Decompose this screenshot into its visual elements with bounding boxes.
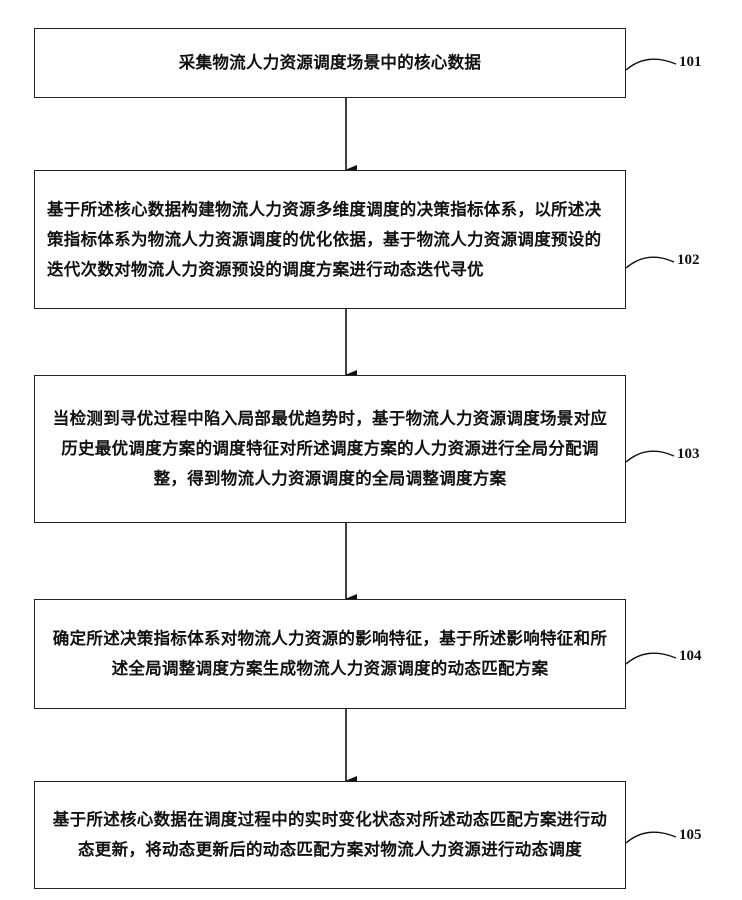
- step-box-102: 基于所述核心数据构建物流人力资源多维度调度的决策指标体系，以所述决策指标体系为物…: [34, 170, 626, 309]
- step-text-103: 当检测到寻优过程中陷入局部最优趋势时，基于物流人力资源调度场景对应历史最优调度方…: [35, 404, 625, 494]
- step-box-105: 基于所述核心数据在调度过程中的实时变化状态对所述动态匹配方案进行动态更新，将动态…: [34, 781, 626, 889]
- step-box-104: 确定所述决策指标体系对物流人力资源的影响特征，基于所述影响特征和所述全局调整调度…: [34, 599, 626, 709]
- step-box-103: 当检测到寻优过程中陷入局部最优趋势时，基于物流人力资源调度场景对应历史最优调度方…: [34, 375, 626, 523]
- leader-102: [626, 257, 674, 268]
- ref-label-102: 102: [677, 252, 700, 269]
- leader-104: [626, 653, 676, 664]
- step-text-105: 基于所述核心数据在调度过程中的实时变化状态对所述动态匹配方案进行动态更新，将动态…: [35, 805, 625, 865]
- step-text-104: 确定所述决策指标体系对物流人力资源的影响特征，基于所述影响特征和所述全局调整调度…: [35, 624, 625, 684]
- ref-label-104: 104: [679, 648, 702, 665]
- leader-103: [626, 451, 674, 462]
- step-text-101: 采集物流人力资源调度场景中的核心数据: [35, 48, 625, 78]
- leader-105: [626, 832, 676, 843]
- ref-label-105: 105: [679, 827, 702, 844]
- leader-101: [626, 59, 676, 70]
- step-text-102: 基于所述核心数据构建物流人力资源多维度调度的决策指标体系，以所述决策指标体系为物…: [35, 195, 625, 285]
- ref-label-103: 103: [677, 446, 700, 463]
- step-box-101: 采集物流人力资源调度场景中的核心数据: [34, 28, 626, 98]
- ref-label-101: 101: [679, 54, 702, 71]
